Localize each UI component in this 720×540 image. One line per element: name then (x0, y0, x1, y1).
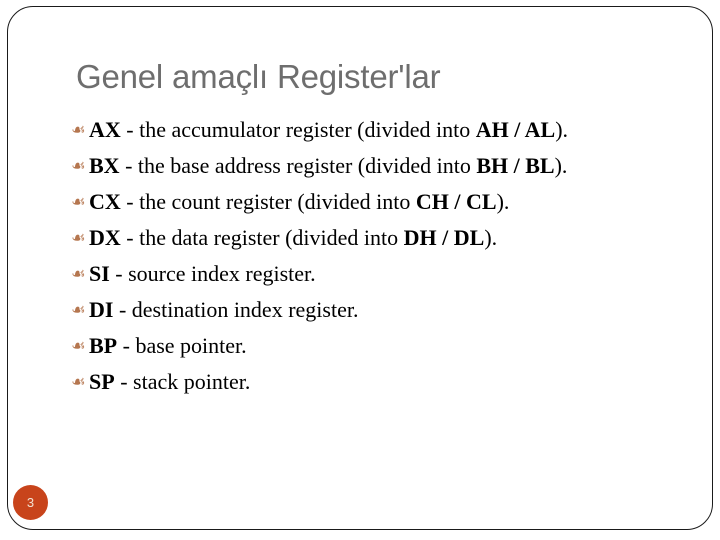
register-bullet-list: ☙AX - the accumulator register (divided … (71, 112, 701, 400)
list-item: ☙CX - the count register (divided into C… (71, 184, 701, 220)
floral-bullet-icon: ☙ (71, 228, 86, 247)
register-description-tail: ). (496, 189, 510, 214)
list-item: ☙BX - the base address register (divided… (71, 148, 701, 184)
register-name: BP (89, 333, 118, 358)
floral-bullet-icon: ☙ (71, 336, 86, 355)
page-number-badge: 3 (13, 485, 48, 520)
register-description-tail: ). (555, 117, 569, 142)
register-description: - the data register (divided into (120, 225, 404, 250)
floral-bullet-icon: ☙ (71, 192, 86, 211)
register-description: - destination index register. (113, 297, 359, 322)
list-item: ☙SP - stack pointer. (71, 364, 701, 400)
register-name: SI (89, 261, 110, 286)
page-title: Genel amaçlı Register'lar (76, 58, 441, 95)
register-subregisters: CH / CL (415, 189, 497, 214)
register-description: - the base address register (divided int… (119, 153, 477, 178)
list-item: ☙SI - source index register. (71, 256, 701, 292)
list-item: ☙DX - the data register (divided into DH… (71, 220, 701, 256)
list-item: ☙DI - destination index register. (71, 292, 701, 328)
list-item: ☙BP - base pointer. (71, 328, 701, 364)
register-description: - the count register (divided into (120, 189, 416, 214)
register-description: - base pointer. (117, 333, 247, 358)
register-name: SP (89, 369, 115, 394)
floral-bullet-icon: ☙ (71, 156, 86, 175)
register-name: DX (89, 225, 121, 250)
floral-bullet-icon: ☙ (71, 300, 86, 319)
register-name: AX (89, 117, 121, 142)
register-description: - stack pointer. (114, 369, 251, 394)
register-name: DI (89, 297, 114, 322)
register-subregisters: BH / BL (476, 153, 555, 178)
register-description-tail: ). (484, 225, 498, 250)
register-description: - the accumulator register (divided into (120, 117, 476, 142)
list-item: ☙AX - the accumulator register (divided … (71, 112, 701, 148)
floral-bullet-icon: ☙ (71, 372, 86, 391)
register-subregisters: DH / DL (403, 225, 485, 250)
register-name: CX (89, 189, 121, 214)
register-description-tail: ). (554, 153, 568, 178)
register-subregisters: AH / AL (475, 117, 556, 142)
floral-bullet-icon: ☙ (71, 264, 86, 283)
register-description: - source index register. (109, 261, 316, 286)
floral-bullet-icon: ☙ (71, 120, 86, 139)
register-name: BX (89, 153, 120, 178)
